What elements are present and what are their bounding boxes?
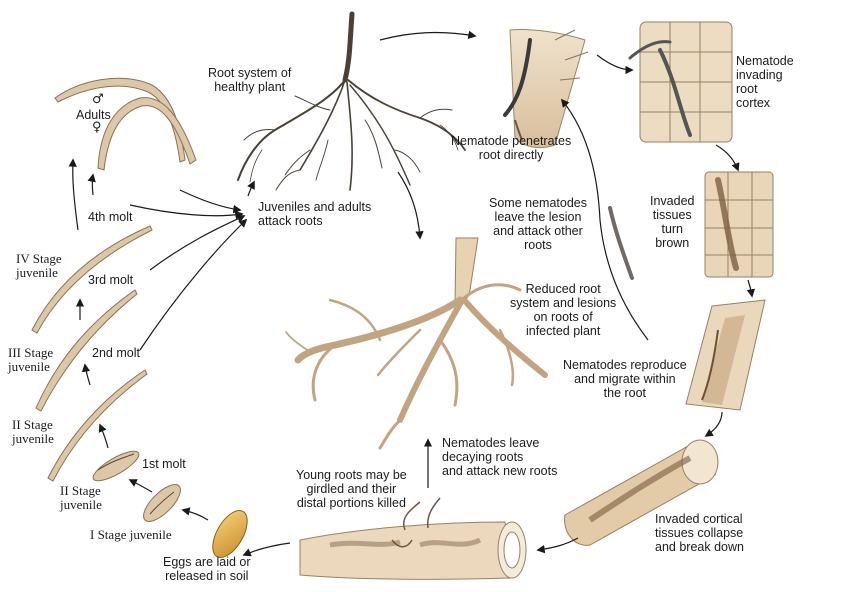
nematode-stages (31, 77, 197, 522)
label-line: juvenile (12, 431, 54, 446)
label-juveniles-attack: Juveniles and adults attack roots (258, 200, 371, 228)
label-penetrates: Nematode penetrates root directly (451, 134, 571, 162)
label-line: 1st molt (142, 457, 186, 471)
root-section-collapse (564, 439, 719, 546)
label-healthy-root: Root system of healthy plant (208, 66, 291, 94)
label-some-leave: Some nematodes leave the lesion and atta… (489, 196, 587, 252)
label-molt-2: 2nd molt (92, 346, 140, 360)
label-line: Some nematodes (489, 196, 587, 210)
infected-root-system (285, 237, 548, 450)
label-line: brown (655, 236, 690, 250)
label-stage-4: IV Stage juvenile (16, 252, 62, 280)
root-tip-penetration (503, 29, 589, 149)
label-line: invading (736, 68, 783, 82)
label-girdled: Young roots may be girdled and their dis… (296, 468, 407, 510)
label-line: and attack other (493, 224, 583, 238)
label-line: roots (524, 238, 552, 252)
label-invading-cortex: Nematode invading root cortex (736, 54, 794, 110)
female-symbol: ♀ (92, 120, 102, 135)
label-line: 3rd molt (88, 273, 134, 287)
label-leave-decaying: Nematodes leave decaying roots and attac… (442, 436, 557, 478)
label-line: released in soil (165, 569, 249, 583)
label-line: III Stage (8, 345, 54, 360)
label-reduced-root: Reduced root system and lesions on roots… (510, 282, 616, 338)
label-line: juvenile (60, 497, 102, 512)
label-line: infected plant (525, 324, 601, 338)
label-line: leave the lesion (494, 210, 582, 224)
label-line: Nematode (736, 54, 794, 68)
egg (212, 510, 248, 558)
brown-tissue (704, 171, 774, 278)
label-line: Juveniles and adults (258, 200, 372, 214)
healthy-root-system (237, 11, 466, 191)
label-line: II Stage (12, 417, 53, 432)
label-eggs: Eggs are laid or released in soil (163, 555, 251, 583)
label-line: Reduced root (525, 282, 601, 296)
label-line: Invaded (650, 194, 695, 208)
label-line: Nematodes reproduce (563, 358, 687, 372)
label-line: Invaded cortical (655, 512, 743, 526)
label-line: Root system of (208, 66, 292, 80)
label-line: system and lesions (510, 296, 617, 310)
label-line: root directly (478, 148, 544, 162)
label-stage-1: I Stage juvenile (90, 528, 172, 542)
label-line: IV Stage (16, 251, 62, 266)
label-line: and migrate within (574, 372, 676, 386)
label-line: I Stage juvenile (90, 527, 172, 542)
label-tissues-brown: Invaded tissues turn brown (650, 194, 694, 250)
label-line: attack roots (258, 214, 323, 228)
label-line: cortex (736, 96, 771, 110)
label-reproduce: Nematodes reproduce and migrate within t… (563, 358, 687, 400)
migrating-nematode (608, 206, 634, 280)
label-collapse: Invaded cortical tissues collapse and br… (655, 512, 744, 554)
label-line: girdled and their (306, 482, 397, 496)
male-symbol: ♂ (92, 92, 104, 107)
label-line: juvenile (16, 265, 58, 280)
label-stage-2a: II Stage juvenile (12, 418, 54, 446)
label-line: tissues collapse (655, 526, 744, 540)
label-line: 2nd molt (92, 346, 140, 360)
label-stage-2b: II Stage juvenile (60, 484, 102, 512)
label-line: healthy plant (214, 80, 286, 94)
label-line: juvenile (8, 359, 50, 374)
label-molt-1: 1st molt (142, 457, 186, 471)
decaying-root (299, 497, 527, 580)
label-line: on roots of (533, 310, 593, 324)
label-line: root (736, 82, 758, 96)
label-line: tissues (652, 208, 692, 222)
cycle-arrows (68, 30, 756, 557)
label-line: Nematodes leave (442, 436, 540, 450)
label-line: II Stage (60, 483, 101, 498)
label-line: decaying roots (442, 450, 524, 464)
label-line: the root (603, 386, 647, 400)
label-line: Young roots may be (296, 468, 407, 482)
label-line: and break down (655, 540, 744, 554)
root-cortex-cells (628, 21, 733, 143)
label-line: distal portions killed (296, 496, 406, 510)
label-stage-3: III Stage juvenile (8, 346, 53, 374)
label-molt-3: 3rd molt (88, 273, 133, 287)
label-molt-4: 4th molt (88, 210, 132, 224)
label-line: 4th molt (88, 210, 133, 224)
label-line: Adults (76, 108, 111, 122)
label-adults: Adults (76, 108, 111, 122)
label-line: Nematode penetrates (451, 134, 572, 148)
label-line: Eggs are laid or (163, 555, 251, 569)
label-line: and attack new roots (442, 464, 558, 478)
root-section-reproduce (685, 299, 766, 411)
label-line: turn (661, 222, 684, 236)
